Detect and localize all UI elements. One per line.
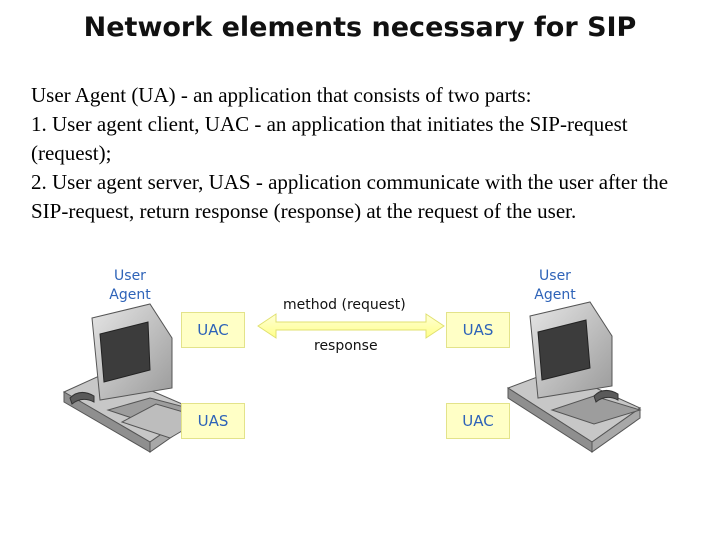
left-user-agent-label: User Agent <box>109 268 151 303</box>
left-uas-box: UAS <box>181 403 245 439</box>
ua-definition: - an application that consists of two pa… <box>175 83 532 107</box>
response-label: response <box>314 338 378 354</box>
sip-diagram: User Agent User Agent UAC UAS UAS UAC me… <box>0 260 720 460</box>
body-paragraph-ua: User Agent (UA) - an application that co… <box>31 81 691 110</box>
bidirectional-arrow-icon <box>257 313 445 339</box>
right-uas-box: UAS <box>446 312 510 348</box>
body-text: User Agent (UA) - an application that co… <box>31 81 691 226</box>
ua-term: User Agent (UA) <box>31 83 176 107</box>
computers-graphic <box>62 301 642 453</box>
method-request-label: method (request) <box>283 297 406 313</box>
right-user-agent-label: User Agent <box>534 268 576 303</box>
left-computer-icon <box>62 303 206 453</box>
slide-title: Network elements necessary for SIP <box>83 12 637 43</box>
right-uac-box: UAC <box>446 403 510 439</box>
body-item-uac: 1. User agent client, UAC - an applicati… <box>31 112 628 165</box>
body-item-uas: 2. User agent server, UAS - application … <box>31 170 669 223</box>
right-computer-icon <box>506 301 642 453</box>
left-uac-box: UAC <box>181 312 245 348</box>
